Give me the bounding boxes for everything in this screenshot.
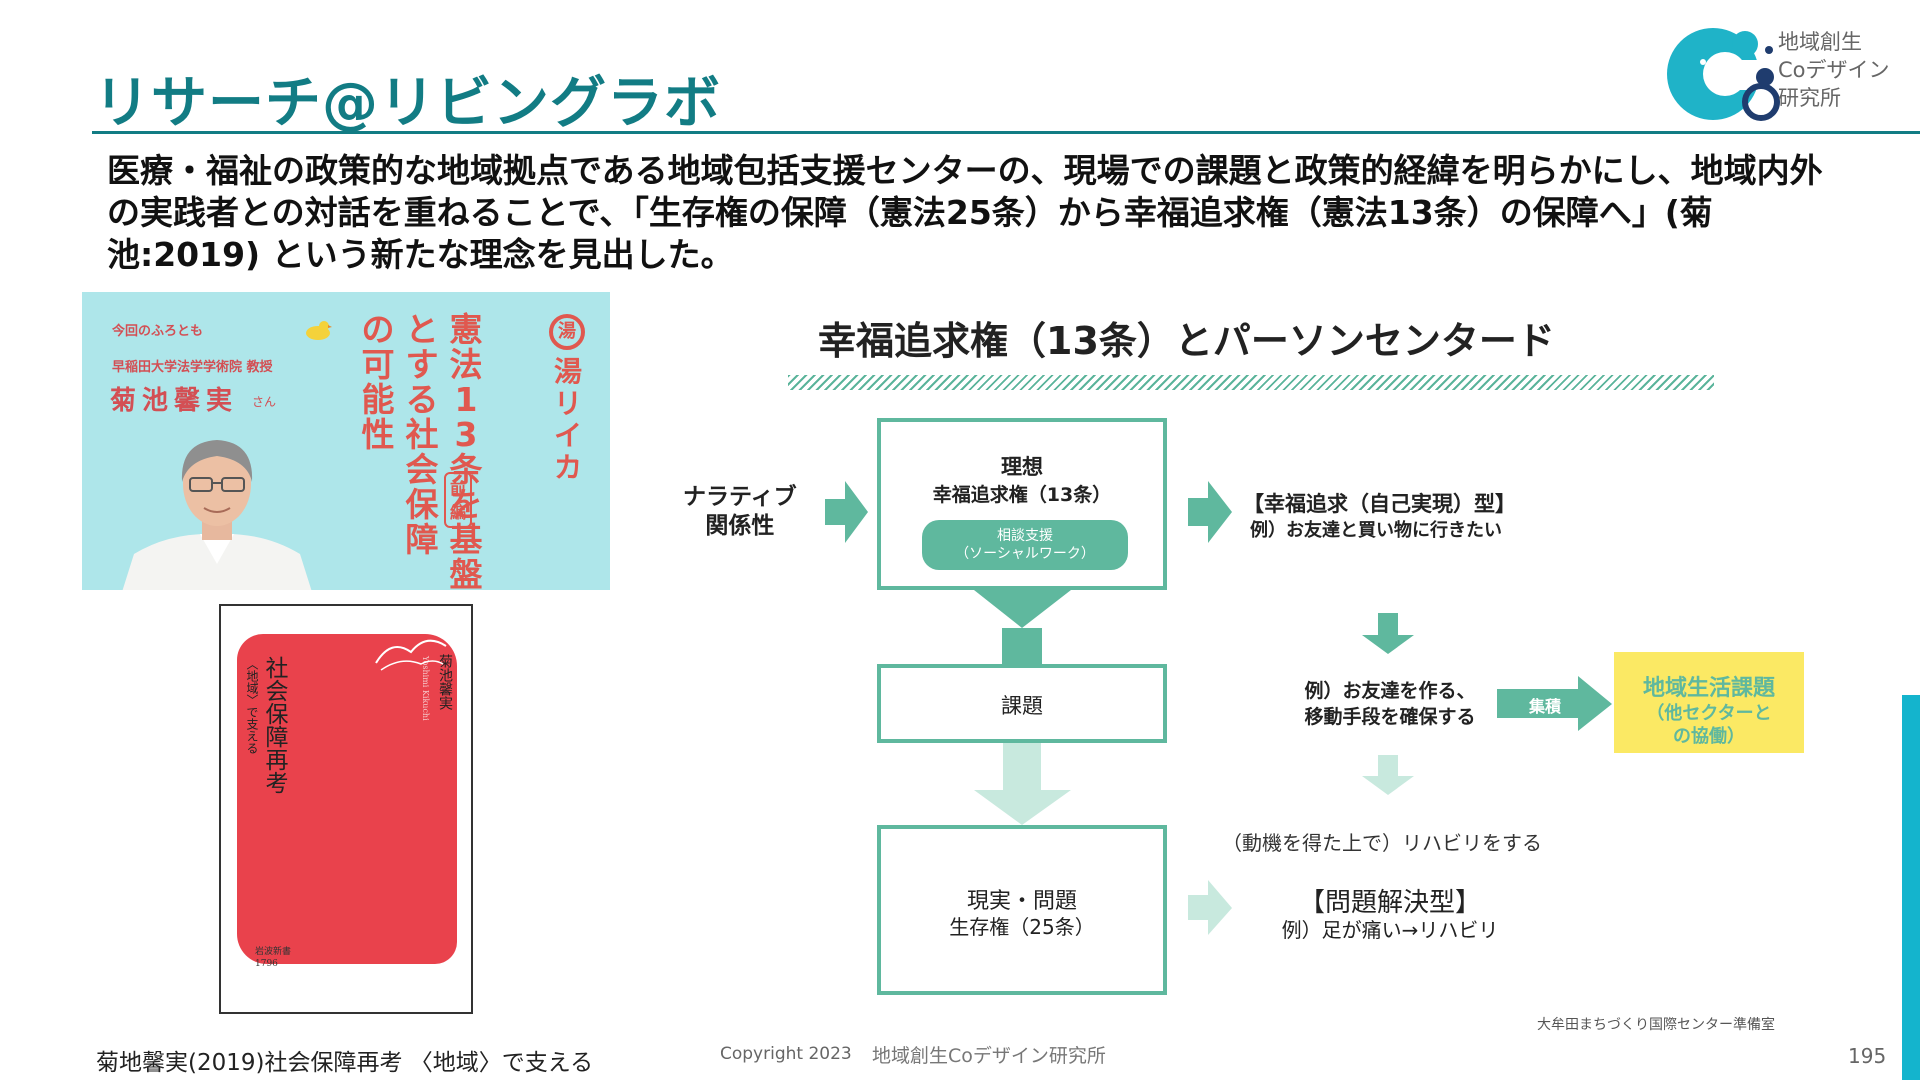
mid-example-line1: 例）お友達を作る、 [1304,680,1476,702]
title-underline [92,131,1920,134]
reality-box [877,825,1167,995]
episode-badge: 前編 [444,472,472,528]
problem-solving-type: 【問題解決型】 [1298,888,1481,918]
book-subtitle: 〈地域〉で支える [245,658,259,754]
video-caption-small: 今回のふろとも [112,324,204,339]
reality-label: 現実・問題 [966,889,1077,914]
book-emblem [375,639,447,671]
book-author-roman: Yoshimi Kikuchi [421,656,430,721]
pill-line-1: 相談支援 [997,528,1053,544]
rehab-note: （動機を得た上で）リハビリをする [1222,831,1542,855]
copyright: Copyright 2023 [720,1044,852,1064]
video-thumbnail: 今回のふろとも 早稲田大学法学学術院 教授 菊池馨実 さん の可能性 とする社会… [82,292,610,590]
self-realization-type: 【幸福追求（自己実現）型】 [1243,492,1516,516]
ideal-right-label: 幸福追求権（13条） [932,484,1112,506]
diagram-title: 幸福追求権（13条）とパーソンセンタード [818,319,1555,363]
issue-label: 課題 [1001,694,1043,718]
yellow-line-1: 地域生活課題 [1642,676,1775,701]
show-logo-text: 湯リイカ [553,355,582,484]
logo-text: 地域創生 Coデザイン 研究所 [1778,30,1890,110]
narrative-arrow [825,481,868,543]
copyright-org: 地域創生Coデザイン研究所 [872,1045,1106,1067]
video-headline-col3: の可能性 [361,310,395,454]
video-headline-col1: 憲法13条を基盤 [449,310,483,590]
survival-right-label: 生存権（25条） [949,915,1095,939]
institute-logo [1667,28,1780,121]
guest-suffix: さん [252,395,277,409]
guest-name: 菊池馨実 [110,386,239,416]
issue-box [877,664,1167,743]
lower-down-arrow-pale [1362,755,1414,795]
page-number: 195 [1848,1044,1887,1068]
book-publisher: 岩波新書 1796 [255,947,292,969]
accumulate-label: 集積 [1528,697,1561,716]
yellow-line-2: （他セクターと [1646,703,1772,724]
mid-example-line2: 移動手段を確保する [1304,706,1476,728]
book-title: 社会保障再考 [261,656,287,794]
up-arrow-head [974,590,1071,628]
guest-affiliation: 早稲田大学法学学術院 教授 [112,360,273,375]
accumulate-arrow [1497,676,1612,731]
title-hatch-divider [788,375,1714,390]
intro-paragraph: 医療・福祉の政策的な地域拠点である地域包括支援センターの、現場での課題と政策的経… [107,151,1823,274]
book-caption: 菊地馨実(2019)社会保障再考 〈地域〉で支える [96,1050,594,1076]
show-logo-circle: 湯 [549,314,585,350]
side-accent-bar [1902,695,1920,1080]
duck-icon [306,321,332,340]
consultation-support-pill: 相談支援 （ソーシャルワーク） [922,520,1128,570]
pill-line-2: （ソーシャルワーク） [955,546,1095,562]
ideal-label: 理想 [1001,455,1043,479]
video-headline-col2: とする社会保障 [405,310,439,559]
guest-portrait [122,440,312,590]
up-arrow-shaft [1002,628,1042,664]
community-life-issue-box: 地域生活課題 （他セクターと の協働） [1614,652,1804,753]
page-title: リサーチ@リビングラボ [94,71,721,136]
problem-solving-example: 例）足が痛い→リハビリ [1281,918,1499,942]
reality-right-arrow-pale [1188,880,1232,935]
mid-down-arrow [1362,613,1414,654]
book-cover-red: 菊池馨実 Yoshimi Kikuchi 社会保障再考 〈地域〉で支える [237,634,457,964]
self-realization-example: 例）お友達と買い物に行きたい [1250,520,1502,541]
footer-organization: 大牟田まちづくり国際センター準備室 [1537,1017,1775,1033]
yellow-line-3: の協働） [1673,726,1745,747]
book-cover: 菊池馨実 Yoshimi Kikuchi 社会保障再考 〈地域〉で支える 岩波新… [219,604,473,1014]
narrative-label: ナラティブ 関係性 [683,484,797,539]
ideal-right-arrow [1188,481,1232,543]
book-author: 菊池馨実 [437,654,453,710]
down-arrow-pale [974,743,1071,825]
